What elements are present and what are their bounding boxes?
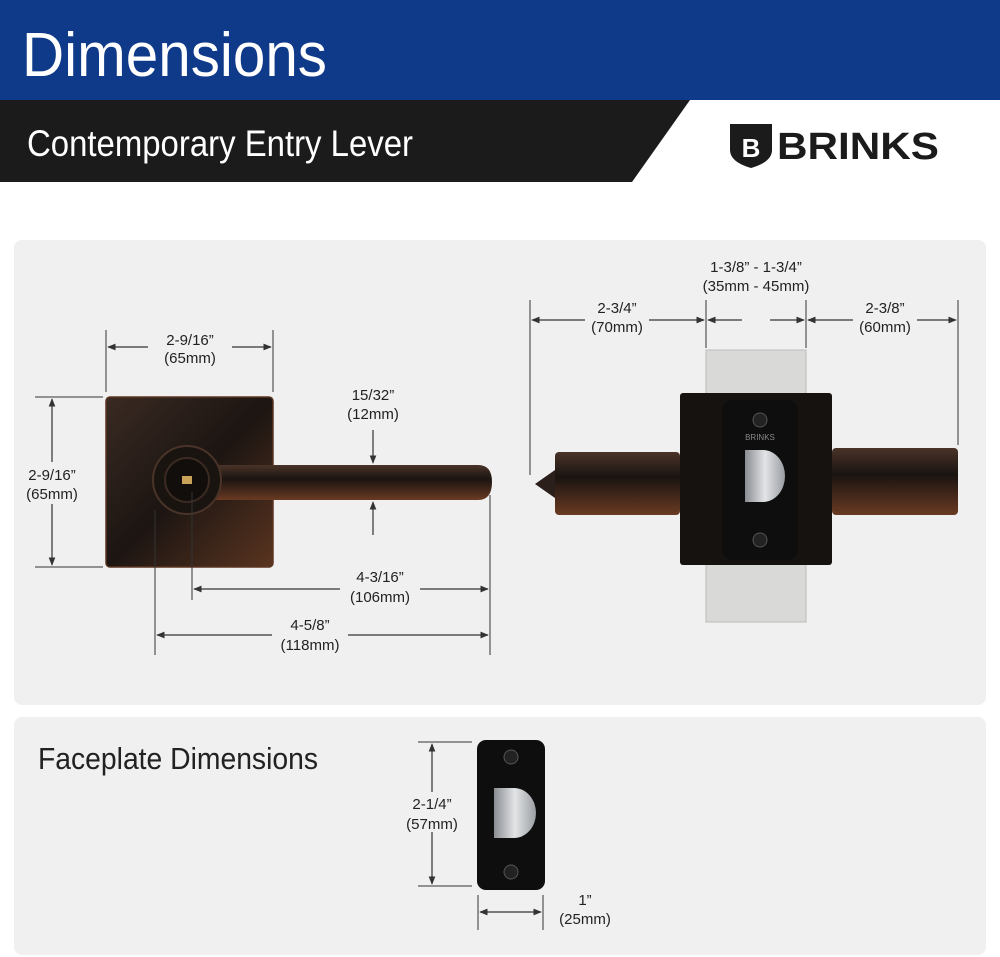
brinks-logo: B BRINKS [730, 124, 939, 168]
faceplate-width-mm-label: (25mm) [559, 911, 611, 928]
shield-icon [730, 124, 772, 168]
rose-height-mm-label: (65mm) [26, 486, 78, 503]
page-title: Dimensions [22, 21, 327, 90]
lever-projection-label: 4-3/16” [356, 569, 404, 586]
faceplate-height-label: 2-1/4” [412, 796, 451, 813]
faceplate-drawing [477, 740, 545, 890]
lever-thickness-mm-label: (12mm) [347, 406, 399, 423]
faceplate-title: Faceplate Dimensions [38, 741, 318, 776]
front-view-dimensions: 2-9/16” (65mm) 2-9/16” (65mm) 15/32” (12… [20, 330, 491, 655]
product-subtitle: Contemporary Entry Lever [27, 123, 413, 164]
rose-height-label: 2-9/16” [28, 467, 76, 484]
door-thickness-label: 1-3/8” - 1-3/4” [710, 259, 802, 276]
exterior-projection-label: 2-3/4” [597, 300, 636, 317]
subtitle-band [0, 100, 690, 182]
lever-thickness-label: 15/32” [352, 387, 395, 404]
rose-width-label: 2-9/16” [166, 332, 214, 349]
header-band [0, 0, 1000, 100]
lever-side-view: BRINKS [535, 349, 958, 623]
keyway-icon [182, 476, 192, 484]
faceplate-height-mm-label: (57mm) [406, 816, 458, 833]
interior-projection-label: 2-3/8” [865, 300, 904, 317]
rose-width-mm-label: (65mm) [164, 350, 216, 367]
faceplate-width-label: 1” [578, 892, 591, 909]
svg-text:BRINKS: BRINKS [745, 433, 775, 442]
svg-text:B: B [742, 133, 761, 163]
overall-length-mm-label: (118mm) [281, 637, 340, 654]
faceplate-dimensions: 2-1/4” (57mm) 1” (25mm) [400, 741, 611, 930]
brand-name: BRINKS [777, 126, 939, 168]
side-view-dimensions: 1-3/8” - 1-3/4” (35mm - 45mm) 2-3/4” (70… [529, 259, 959, 475]
overall-length-label: 4-5/8” [290, 617, 329, 634]
lever-projection-mm-label: (106mm) [350, 589, 410, 606]
lever-front-view [105, 396, 492, 568]
interior-projection-mm-label: (60mm) [859, 319, 911, 336]
exterior-projection-mm-label: (70mm) [591, 319, 643, 336]
door-thickness-mm-label: (35mm - 45mm) [703, 278, 810, 295]
